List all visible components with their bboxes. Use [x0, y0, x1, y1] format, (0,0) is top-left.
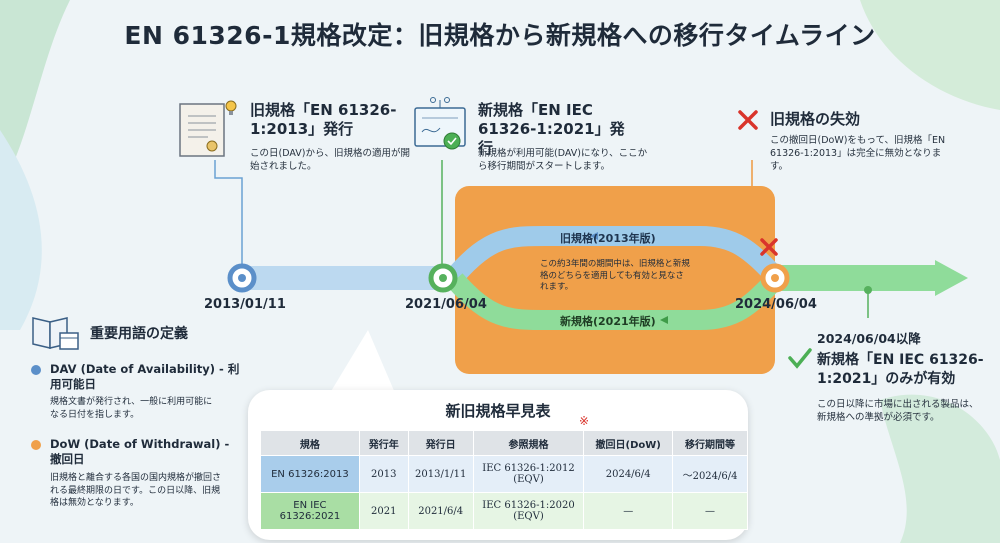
table-cell: 〜2024/6/4 [672, 455, 748, 493]
date-2013: 2013/01/11 [204, 297, 286, 312]
table-cell: 2021/6/4 [407, 492, 474, 530]
after-desc: この日以降に市場に出される製品は、新規格への準拠が必須です。 [817, 399, 979, 423]
old-publish-title: 旧規格「EN 61326-1:2013」発行 [250, 101, 397, 138]
new-lane-label: 新規格(2021年版) [560, 315, 656, 328]
dav-desc: 規格文書が発行され、一般に利用可能になる日付を指します。 [50, 397, 213, 420]
after-heading: 2024/06/04以降 [817, 331, 921, 346]
table-cell: IEC 61326-1:2020 (EQV) [472, 492, 585, 530]
table-cell: 2024/6/4 [583, 455, 674, 493]
note-mark: ※ [579, 414, 590, 428]
comparison-table-card: 新旧規格早見表 ※ 規格 発行年 発行日 参照規格 撤回日(DoW) 移行期間等… [248, 390, 748, 540]
new-publish-desc: 新規格が利用可能(DAV)になり、ここから移行期間がスタートします。 [478, 148, 648, 172]
page-title: EN 61326-1規格改定：旧規格から新規格への移行タイムライン [124, 21, 876, 50]
lightbulb-icon [225, 100, 237, 115]
document-icon [179, 103, 225, 157]
dow-desc: 旧規格と離合する各国の国内規格が撤回される最終期限の日です。この日以降、旧規格は… [50, 473, 222, 508]
comparison-table: 規格 発行年 発行日 参照規格 撤回日(DoW) 移行期間等 EN 61326:… [260, 430, 748, 530]
table-cell: EN IEC 61326:2021 [260, 492, 360, 530]
new-lane-curve [447, 273, 783, 330]
table-cell: IEC 61326-1:2012 (EQV) [472, 455, 585, 493]
col-header: 規格 [260, 430, 360, 456]
transition-note: この約3年間の期間中は、旧規格と新規格のどちらを適用しても有効と見なされます。 [540, 259, 690, 292]
table-cell: 2013/1/11 [407, 455, 474, 493]
date-2024: 2024/06/04 [735, 297, 817, 312]
col-header: 移行期間等 [672, 430, 748, 456]
withdrawal-x-icon [760, 238, 778, 256]
dow-title: DoW (Date of Withdrawal) - 撤回日 [50, 437, 230, 466]
table-cell: 2021 [358, 492, 409, 530]
dav-bullet [31, 365, 41, 375]
book-icon [32, 317, 79, 350]
old-invalid-title: 旧規格の失効 [770, 110, 861, 128]
table-title: 新旧規格早見表 [445, 402, 551, 420]
old-standard-bar [242, 266, 452, 290]
old-publish-desc: この日(DAV)から、旧規格の適用が開始されました。 [250, 148, 410, 172]
dav-title: DAV (Date of Availability) - 利用可能日 [50, 362, 240, 391]
table-cell: — [672, 492, 748, 530]
col-header: 参照規格 [472, 430, 585, 456]
table-cell: — [583, 492, 674, 530]
table-row: EN IEC 61326:2021 2021 2021/6/4 IEC 6132… [260, 492, 748, 530]
invalid-x-icon [738, 110, 758, 130]
terms-heading: 重要用語の定義 [90, 326, 188, 342]
col-header: 発行日 [407, 430, 474, 456]
table-cell: EN 61326:2013 [260, 455, 360, 493]
dow-bullet [31, 440, 41, 450]
old-lane-curve [447, 226, 783, 283]
new-standard-arrow [775, 260, 968, 296]
certificate-icon [414, 97, 466, 150]
table-cell: 2013 [358, 455, 409, 493]
col-header: 発行年 [358, 430, 409, 456]
valid-check-icon [788, 348, 812, 369]
table-row: EN 61326:2013 2013 2013/1/11 IEC 61326-1… [260, 455, 748, 493]
after-title: 新規格「EN IEC 61326-1:2021」のみが有効 [817, 352, 984, 387]
table-header-row: 規格 発行年 発行日 参照規格 撤回日(DoW) 移行期間等 [260, 430, 748, 456]
new-publish-title: 新規格「EN IEC 61326-1:2021」発行 [478, 101, 625, 157]
date-2021: 2021/06/04 [405, 297, 487, 312]
old-invalid-desc: この撤回日(DoW)をもって、旧規格「EN 61326-1:2013」は完全に無… [770, 135, 946, 172]
col-header: 撤回日(DoW) [583, 430, 674, 456]
old-lane-label: 旧規格(2013年版) [560, 232, 656, 245]
